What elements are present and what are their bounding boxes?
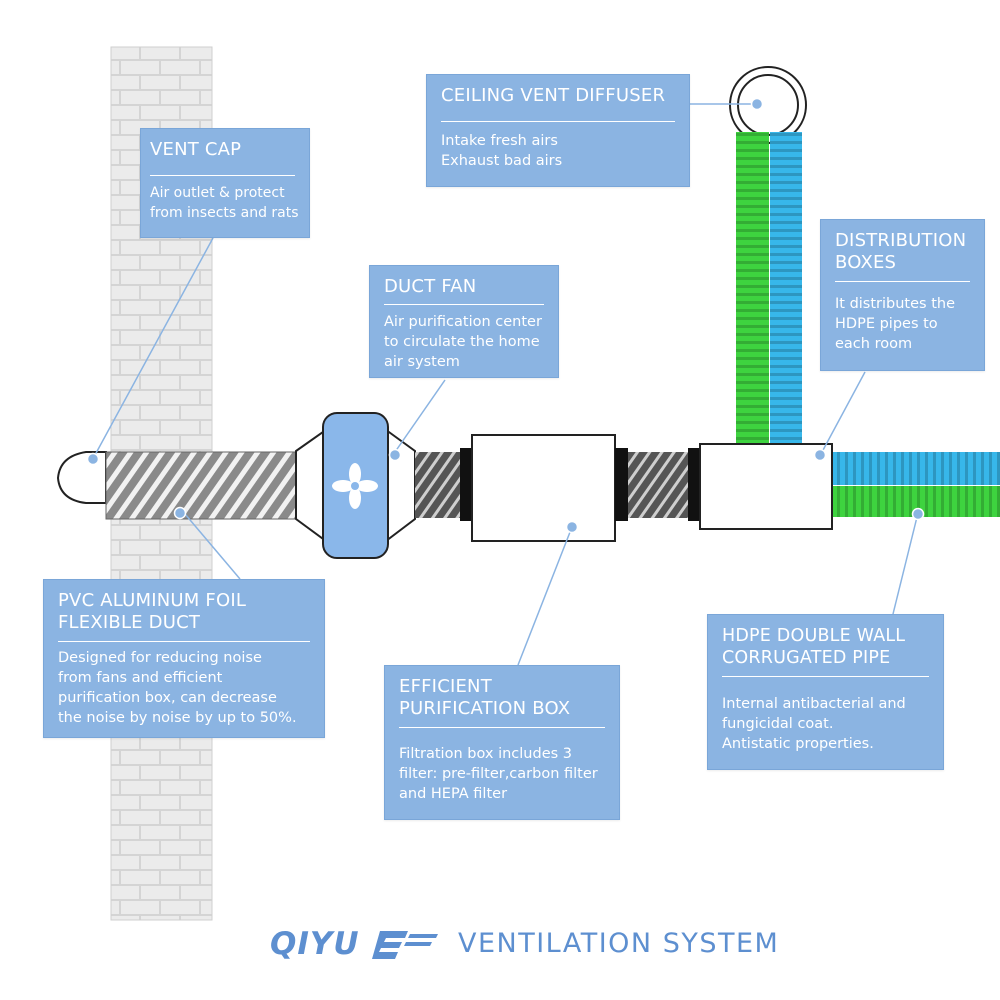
leader-line-vent-cap [94,237,214,456]
label-vent-cap: VENT CAP Air outlet & protect from insec… [140,128,310,238]
label-divider [58,641,310,642]
label-title: EFFICIENT PURIFICATION BOX [399,676,571,719]
label-divider [835,281,970,282]
label-hdpe-double-wall-corrugated-pipe: HDPE DOUBLE WALL CORRUGATED PIPE Interna… [707,614,944,770]
blue-pipe-vertical-corrugation [770,132,802,444]
label-divider [150,175,295,176]
blue-pipe-horizontal-corrugation [832,452,1000,485]
duct-cuff-left-box [460,448,473,521]
leader-dot-purification [565,520,579,534]
label-description: It distributes the HDPE pipes to each ro… [835,296,955,352]
label-ceiling-vent-diffuser: CEILING VENT DIFFUSER Intake fresh airs … [426,74,690,187]
label-distribution-boxes: DISTRIBUTION BOXES It distributes the HD… [820,219,985,371]
leader-dot-vent-cap [86,452,100,466]
label-title: PVC ALUMINUM FOIL FLEXIBLE DUCT [58,590,247,633]
label-description: Filtration box includes 3 filter: pre-fi… [399,746,598,802]
label-pvc-aluminum-foil-flexible-duct: PVC ALUMINUM FOIL FLEXIBLE DUCT Designed… [43,579,325,738]
leader-lines [94,103,919,666]
leader-dot-duct-fan [388,448,402,462]
label-description: Internal antibacterial and fungicidal co… [722,696,906,752]
leader-dots [86,97,925,534]
label-title: HDPE DOUBLE WALL CORRUGATED PIPE [722,626,906,668]
label-divider [399,727,605,728]
purification-box [471,434,616,542]
label-duct-fan: DUCT FAN Air purification center to circ… [369,265,559,378]
leader-dot-hdpe [911,507,925,521]
label-description: Intake fresh airs Exhaust bad airs [441,133,563,169]
leader-line-duct-fan [394,379,446,453]
ceiling-vent-diffuser-inner [737,74,799,136]
brand-logo-icon [372,931,438,959]
leader-line-hdpe [892,512,919,615]
duct-cuff-right-box [615,448,628,521]
duct-segment-box-to-distribution [628,452,688,518]
footer-title: VENTILATION SYSTEM [458,928,780,959]
label-divider [384,304,544,305]
label-title: VENT CAP [150,139,242,160]
leader-dot-distribution [813,448,827,462]
duct-cuff-distribution [688,448,701,521]
label-divider [722,676,929,677]
distribution-box [699,443,833,530]
label-title: CEILING VENT DIFFUSER [441,85,666,106]
label-description: Designed for reducing noise from fans an… [58,650,297,726]
leader-line-distribution [821,371,866,453]
leader-line-purification [517,526,573,666]
leader-dot-ceiling [750,97,764,111]
green-pipe-vertical-corrugation [736,132,769,444]
fan-blade-icon [332,463,378,509]
label-title: DISTRIBUTION BOXES [835,230,967,273]
label-description: Air outlet & protect from insects and ra… [150,185,299,221]
flexible-duct [105,451,297,520]
label-divider [441,121,675,122]
leader-dot-pvc-duct [173,506,187,520]
leader-line-pvc-duct [184,513,241,580]
brand-logo-text: QIYU [270,926,360,962]
duct-segment-fan-to-box [415,452,460,518]
label-title: DUCT FAN [384,276,477,297]
label-description: Air purification center to circulate the… [384,314,542,370]
label-efficient-purification-box: EFFICIENT PURIFICATION BOX Filtration bo… [384,665,620,820]
